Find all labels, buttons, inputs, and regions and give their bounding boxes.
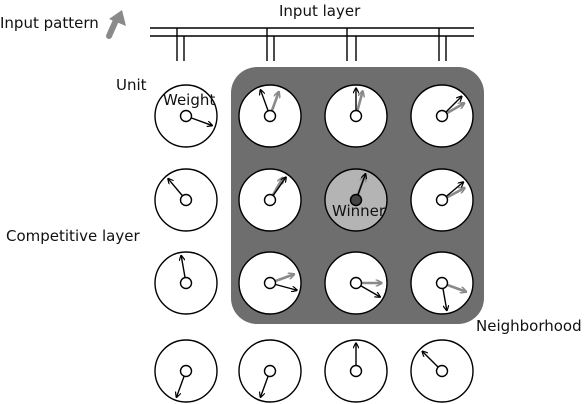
unit-r3-c1 [238,339,302,403]
weight-label: Weight [163,91,215,109]
unit-r2-c3 [410,251,474,315]
input-pattern-arrow-icon [106,10,126,39]
unit-origin-dot [435,193,449,207]
unit-origin-dot [349,109,363,123]
competitive-layer-label: Competitive layer [6,227,140,245]
unit-origin-dot [349,193,363,207]
unit-origin-dot [349,364,363,378]
unit-origin-dot [263,193,277,207]
unit-origin-dot [435,276,449,290]
unit-r0-c2 [324,84,388,148]
unit-origin-dot [349,276,363,290]
unit-origin-dot [263,109,277,123]
unit-origin-dot [179,109,193,123]
unit-origin-dot [263,364,277,378]
unit-r1-c0 [154,168,218,232]
unit-r0-c1 [238,84,302,148]
unit-label: Unit [116,76,147,94]
unit-r1-c1 [238,168,302,232]
unit-r2-c0 [154,251,218,315]
unit-r0-c0 [154,84,218,148]
unit-origin-dot [179,276,193,290]
unit-origin-dot [435,364,449,378]
input-layer-bus [150,27,474,61]
unit-r3-c2 [324,339,388,403]
input-layer-label: Input layer [279,2,361,20]
unit-origin-dot [435,109,449,123]
winner-unit [324,168,388,232]
unit-origin-dot [263,276,277,290]
unit-origin-dot [179,364,193,378]
unit-r0-c3 [410,84,474,148]
winner-label: Winner [332,202,386,220]
competitive-layer-units [154,84,474,403]
unit-r1-c3 [410,168,474,232]
unit-r2-c2 [324,251,388,315]
neighborhood-label: Neighborhood [476,317,582,335]
input-pattern-label: Input pattern [0,14,99,32]
unit-origin-dot [179,193,193,207]
unit-r3-c0 [154,339,218,403]
unit-r2-c1 [238,251,302,315]
unit-r3-c3 [410,339,474,403]
